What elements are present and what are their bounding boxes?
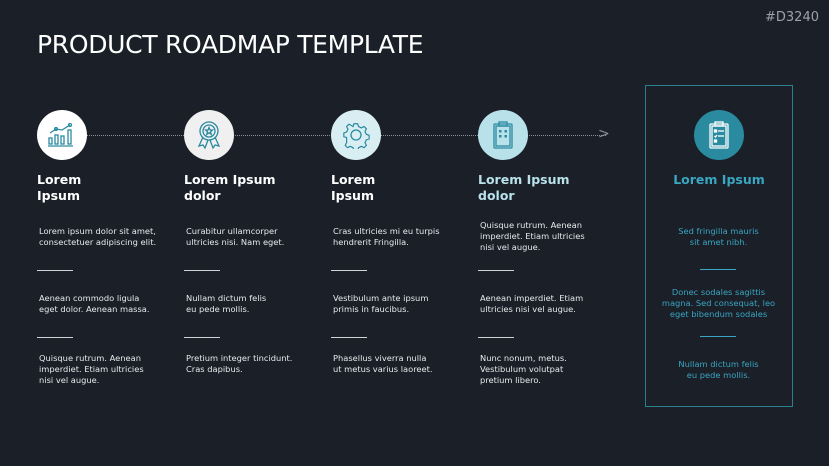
arrow-right-icon: > (598, 126, 610, 142)
step-1-text-2: Aenean commodo ligula eget dolor. Aenean… (39, 293, 150, 314)
divider (331, 337, 367, 338)
divider (478, 270, 514, 271)
award-badge-icon (184, 110, 234, 160)
gear-icon (331, 110, 381, 160)
divider (37, 270, 73, 271)
chart-growth-icon (37, 110, 87, 160)
roadmap-step-1: Lorem Ipsum (37, 110, 177, 212)
step-heading: Lorem Ipsum dolor (478, 172, 570, 203)
step-1-text-1: Lorem ipsum dolor sit amet, consectetuer… (39, 226, 157, 247)
step-2-text-2: Nullam dictum felis eu pede mollis. (186, 293, 267, 314)
divider (184, 270, 220, 271)
roadmap-step-2: Lorem Ipsum dolor (184, 110, 324, 212)
step-3-text-3: Phasellus viverra nulla ut metus varius … (333, 353, 433, 374)
divider (700, 336, 736, 337)
step-4-text-1: Quisque rutrum. Aenean imperdiet. Etiam … (480, 220, 585, 252)
step-heading: Lorem Ipsum (331, 172, 376, 203)
highlight-text-3: Nullam dictum felis eu pede mollis. (678, 359, 759, 380)
divider (37, 337, 73, 338)
checklist-icon (694, 110, 744, 160)
divider (331, 270, 367, 271)
highlight-text-2: Donec sodales sagittis magna. Sed conseq… (661, 287, 776, 319)
step-heading: Lorem Ipsum dolor (184, 172, 276, 203)
step-3-text-2: Vestibulum ante ipsum primis in faucibus… (333, 293, 429, 314)
slide-code: #D3240 (765, 10, 819, 25)
roadmap-step-3: Lorem Ipsum (331, 110, 471, 212)
page-title: PRODUCT ROADMAP TEMPLATE (37, 30, 424, 59)
highlight-step-box: Lorem Ipsum Sed fringilla mauris sit ame… (645, 85, 793, 407)
highlight-text-1: Sed fringilla mauris sit amet nibh. (678, 226, 759, 247)
divider (184, 337, 220, 338)
highlight-heading: Lorem Ipsum (673, 172, 765, 187)
divider (700, 269, 736, 270)
step-1-text-3: Quisque rutrum. Aenean imperdiet. Etiam … (39, 353, 144, 385)
step-2-text-3: Pretium integer tincidunt. Cras dapibus. (186, 353, 293, 374)
step-4-text-3: Nunc nonum, metus. Vestibulum volutpat p… (480, 353, 567, 385)
step-2-text-1: Curabitur ullamcorper ultricies nisi. Na… (186, 226, 285, 247)
step-heading: Lorem Ipsum (37, 172, 82, 203)
divider (478, 337, 514, 338)
roadmap-step-4: Lorem Ipsum dolor (478, 110, 618, 212)
clipboard-icon (478, 110, 528, 160)
step-3-text-1: Cras ultricies mi eu turpis hendrerit Fr… (333, 226, 440, 247)
step-4-text-2: Aenean imperdiet. Etiam ultricies nisi v… (480, 293, 584, 314)
